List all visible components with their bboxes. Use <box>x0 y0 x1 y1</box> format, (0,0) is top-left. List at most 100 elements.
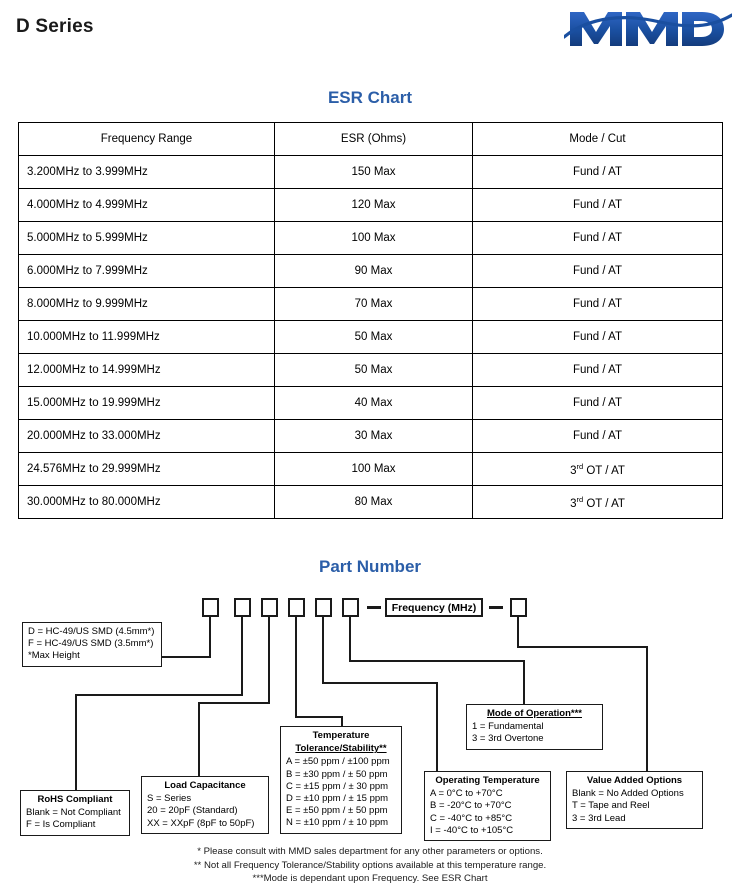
cell-esr-ohms: 150 Max <box>274 155 473 189</box>
footnote-1: * Please consult with MMD sales departme… <box>197 846 543 857</box>
code-box-operating-temperature[interactable] <box>315 598 332 617</box>
column-header-frequency-range: Frequency Range <box>18 122 275 156</box>
legend-mode-line-2: 3 = 3rd Overtone <box>472 733 544 745</box>
leader-rohs-vertical-2 <box>75 694 77 790</box>
legend-rohs-line-2: F = Is Compliant <box>26 819 96 831</box>
code-box-package[interactable] <box>202 598 219 617</box>
cell-esr-ohms: 50 Max <box>274 353 473 387</box>
legend-op-temp-line-3: C = -40°C to +85°C <box>430 812 513 824</box>
legend-rohs-title: RoHS Compliant <box>37 794 113 805</box>
leader-vao-horizontal <box>517 646 648 648</box>
cell-mode-cut: Fund / AT <box>472 221 723 255</box>
cell-mode-cut: Fund / AT <box>472 386 723 420</box>
legend-load-cap-title: Load Capacitance <box>164 780 246 791</box>
legend-vao-title: Value Added Options <box>586 775 683 786</box>
leader-mode-horizontal <box>349 660 525 662</box>
leader-vao-vertical-1 <box>517 617 519 648</box>
cell-esr-ohms: 40 Max <box>274 386 473 420</box>
cell-mode-cut: Fund / AT <box>472 419 723 453</box>
leader-op-temp-vertical-1 <box>322 617 324 684</box>
page-header: D Series <box>0 0 740 62</box>
cell-mode-cut: 3rd OT / AT <box>472 452 723 486</box>
cell-frequency-range: 10.000MHz to 11.999MHz <box>18 320 275 354</box>
part-number-heading: Part Number <box>318 557 422 576</box>
code-box-rohs[interactable] <box>234 598 251 617</box>
leader-temp-tol-vertical-2 <box>341 716 343 726</box>
legend-package: D = HC-49/US SMD (4.5mm*) F = HC-49/US S… <box>22 622 162 667</box>
column-header-esr-ohms: ESR (Ohms) <box>274 122 473 156</box>
legend-load-cap-line-2: 20 = 20pF (Standard) <box>147 805 238 817</box>
legend-temp-tol-line-1: A = ±50 ppm / ±100 ppm <box>286 756 390 768</box>
legend-vao-line-1: Blank = No Added Options <box>572 788 684 800</box>
cell-mode-cut: Fund / AT <box>472 155 723 189</box>
code-box-mode-of-operation[interactable] <box>342 598 359 617</box>
cell-esr-ohms: 100 Max <box>274 221 473 255</box>
legend-vao-line-2: T = Tape and Reel <box>572 800 650 812</box>
legend-temp-tol-title-2: Tolerance/Stability** <box>295 743 387 755</box>
leader-package-horizontal <box>158 656 211 658</box>
legend-mode-of-operation: Mode of Operation*** 1 = Fundamental 3 =… <box>466 704 603 750</box>
legend-temperature-tolerance: Temperature Tolerance/Stability** A = ±5… <box>280 726 402 834</box>
cell-esr-ohms: 30 Max <box>274 419 473 453</box>
leader-temp-tol-vertical-1 <box>295 617 297 718</box>
legend-op-temp-line-4: I = -40°C to +105°C <box>430 824 514 836</box>
cell-mode-cut: Fund / AT <box>472 254 723 288</box>
footnote-3: ***Mode is dependant upon Frequency. See… <box>252 873 488 884</box>
part-number-diagram: Frequency (MHz) D = HC-49/US SMD (4.5mm*… <box>0 586 740 844</box>
footnotes: * Please consult with MMD sales departme… <box>0 845 740 886</box>
legend-load-cap-line-1: S = Series <box>147 793 192 805</box>
legend-load-cap-line-3: XX = XXpF (8pF to 50pF) <box>147 817 255 829</box>
legend-vao-line-3: 3 = 3rd Lead <box>572 812 626 824</box>
cell-frequency-range: 8.000MHz to 9.999MHz <box>18 287 275 321</box>
cell-esr-ohms: 90 Max <box>274 254 473 288</box>
cell-frequency-range: 6.000MHz to 7.999MHz <box>18 254 275 288</box>
code-box-value-added-options[interactable] <box>510 598 527 617</box>
legend-rohs-compliant: RoHS Compliant Blank = Not Compliant F =… <box>20 790 130 836</box>
legend-temp-tol-line-3: C = ±15 ppm / ± 30 ppm <box>286 780 389 792</box>
leader-vao-vertical-2 <box>646 646 648 771</box>
leader-load-cap-vertical-2 <box>198 702 200 776</box>
footnote-2: ** Not all Frequency Tolerance/Stability… <box>193 859 547 871</box>
cell-mode-cut: Fund / AT <box>472 320 723 354</box>
cell-esr-ohms: 70 Max <box>274 287 473 321</box>
leader-package-vertical <box>209 617 211 658</box>
cell-frequency-range: 15.000MHz to 19.999MHz <box>18 386 275 420</box>
cell-mode-cut: 3rd OT / AT <box>472 485 723 519</box>
legend-op-temp-title: Operating Temperature <box>435 775 540 786</box>
legend-operating-temperature: Operating Temperature A = 0°C to +70°C B… <box>424 771 551 842</box>
cell-frequency-range: 12.000MHz to 14.999MHz <box>18 353 275 387</box>
cell-frequency-range: 24.576MHz to 29.999MHz <box>18 452 275 486</box>
cell-esr-ohms: 80 Max <box>274 485 473 519</box>
legend-package-line-1: D = HC-49/US SMD (4.5mm*) <box>28 626 155 637</box>
separator-dash-1 <box>367 606 381 609</box>
leader-temp-tol-horizontal <box>295 716 343 718</box>
legend-temp-tol-line-4: D = ±10 ppm / ± 15 ppm <box>286 793 389 805</box>
legend-temp-tol-line-5: E = ±50 ppm / ± 50 ppm <box>286 805 388 817</box>
cell-frequency-range: 5.000MHz to 5.999MHz <box>18 221 275 255</box>
legend-mode-line-1: 1 = Fundamental <box>472 721 544 733</box>
legend-temp-tol-line-6: N = ±10 ppm / ± 10 ppm <box>286 817 389 829</box>
legend-temp-tol-line-2: B = ±30 ppm / ± 50 ppm <box>286 768 388 780</box>
separator-dash-2 <box>489 606 503 609</box>
legend-package-line-2: F = HC-49/US SMD (3.5mm*) <box>28 638 154 650</box>
cell-frequency-range: 20.000MHz to 33.000MHz <box>18 419 275 453</box>
leader-mode-vertical-2 <box>523 660 525 704</box>
cell-frequency-range: 30.000MHz to 80.000MHz <box>18 485 275 519</box>
leader-rohs-horizontal <box>75 694 243 696</box>
leader-op-temp-horizontal <box>322 682 438 684</box>
code-box-load-capacitance[interactable] <box>261 598 278 617</box>
leader-load-cap-vertical-1 <box>268 617 270 704</box>
code-box-temperature-tolerance[interactable] <box>288 598 305 617</box>
frequency-box[interactable]: Frequency (MHz) <box>385 598 483 617</box>
legend-rohs-line-1: Blank = Not Compliant <box>26 807 121 819</box>
leader-mode-vertical-1 <box>349 617 351 662</box>
